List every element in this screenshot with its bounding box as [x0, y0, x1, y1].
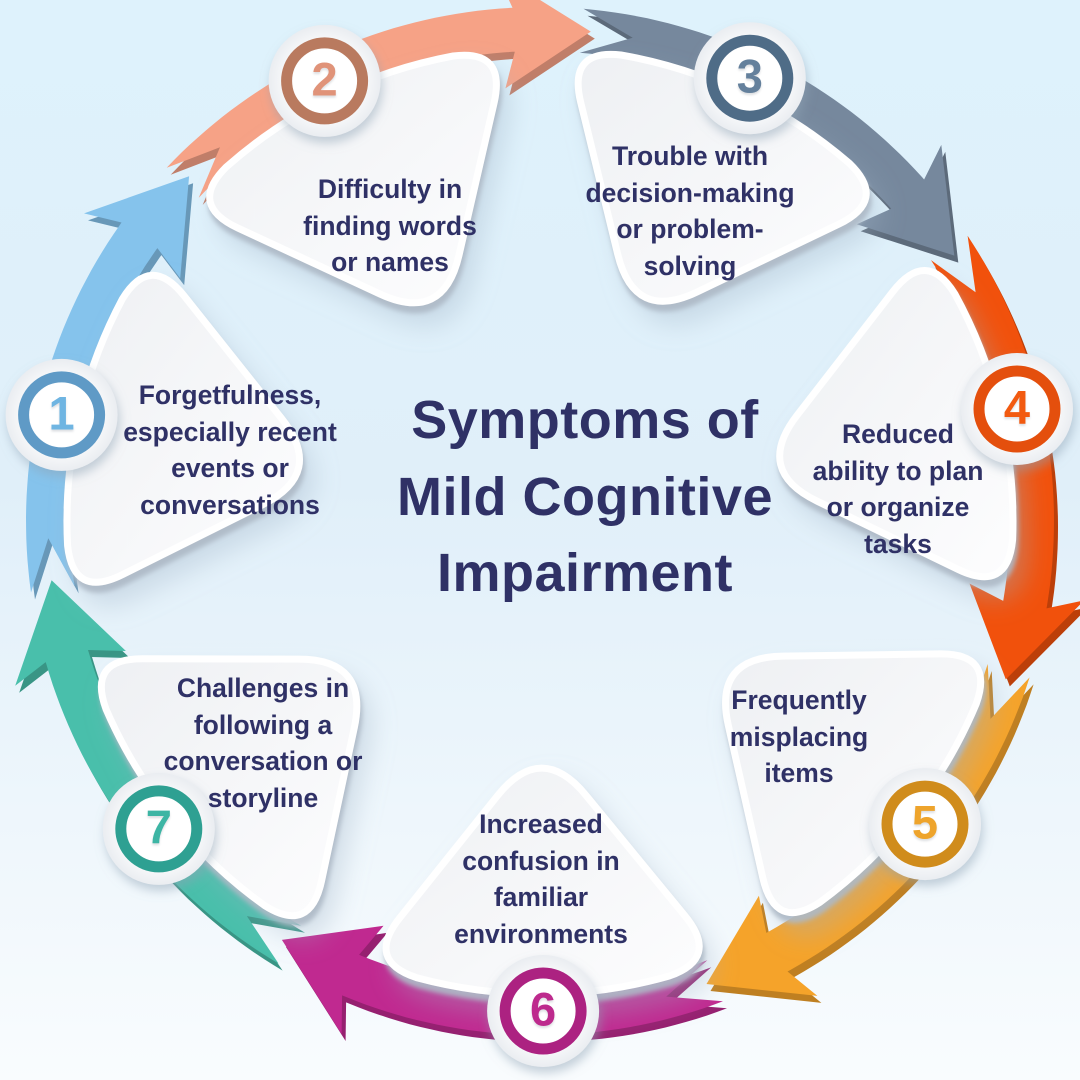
segment-5-number: 5 [911, 795, 939, 849]
curved-arrow-6 [281, 925, 723, 1035]
badge-6 [487, 955, 600, 1067]
segment-2-label: Difficulty in finding words or names [303, 174, 477, 278]
segment-4-label: Reduced ability to plan or organize task… [812, 418, 984, 559]
badge-3 [693, 22, 806, 135]
segment-6-number: 6 [530, 982, 557, 1036]
segment-6-label: Increased confusion in familiar environm… [454, 808, 628, 949]
segment-3-number: 3 [736, 49, 763, 103]
badge-5-ring [881, 780, 969, 868]
segment-2-number: 2 [311, 52, 338, 106]
badge-3-ring [706, 34, 794, 122]
segment-1-label: Forgetfulness, especially recent events … [123, 379, 337, 520]
badge-2 [268, 24, 381, 137]
badge-6-ring [499, 967, 587, 1055]
curved-arrow-7 [15, 580, 301, 964]
segment-7-number: 7 [145, 800, 172, 854]
curved-arrow-5 [706, 664, 1030, 996]
badge-1-ring [18, 371, 106, 459]
badge-2-ring [281, 37, 369, 125]
segment-5-label: Frequently misplacing items [729, 685, 869, 789]
badge-1 [5, 358, 118, 471]
segment-4-number: 4 [1003, 380, 1031, 434]
curved-arrow-4 [931, 235, 1080, 680]
segment-7-label: Challenges in following a conversation o… [163, 672, 363, 813]
badge-4-ring [973, 365, 1061, 453]
badge-4 [961, 353, 1073, 465]
badge-5 [869, 768, 981, 881]
badge-7-ring [115, 785, 203, 873]
curved-arrow-2 [166, 0, 591, 198]
badge-7 [102, 772, 215, 885]
curved-arrow-3 [579, 8, 955, 256]
infographic-title: Symptoms of Mild Cognitive Impairment [397, 389, 773, 604]
segment-3-label: Trouble with decision-making or problem-… [585, 140, 795, 281]
segment-1-number: 1 [48, 386, 75, 440]
